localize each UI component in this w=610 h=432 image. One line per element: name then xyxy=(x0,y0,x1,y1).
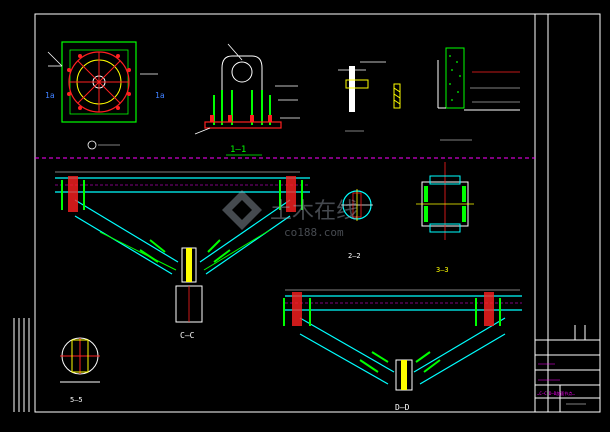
truss-section-d-d: D—D xyxy=(283,289,522,412)
column-base-elevation-1-1: 1—1 xyxy=(194,43,300,156)
section-5-5: 5—5 xyxy=(60,337,100,404)
mark-1a-right: 1a xyxy=(155,91,165,100)
title-block-drawing-title: …C—C D—D剖面节点… xyxy=(537,390,575,396)
label-section-3-3: 3—3 xyxy=(436,266,449,274)
watermark: 土木在线 co188.com xyxy=(222,190,358,239)
anchor-bolt-detail xyxy=(338,61,401,132)
label-section-2-2: 2—2 xyxy=(348,252,361,260)
foundation-detail xyxy=(437,47,520,141)
watermark-cn: 土木在线 xyxy=(270,199,358,224)
watermark-url: co188.com xyxy=(284,226,344,239)
label-section-5-5: 5—5 xyxy=(70,396,83,404)
mark-1a-left: 1a xyxy=(45,91,55,100)
truss-section-c-c: C—C xyxy=(55,171,310,340)
section-3-3: 3—3 xyxy=(416,162,474,274)
label-section-d-d: D—D xyxy=(395,403,410,412)
section-2-2: 2—2 xyxy=(341,189,373,260)
label-section-c-c: C—C xyxy=(180,331,195,340)
drawing-frame xyxy=(34,13,601,413)
label-section-1-1: 1—1 xyxy=(230,145,246,155)
title-block: …C—C D—D剖面节点… xyxy=(537,363,586,405)
base-plate-plan: 1a 1a xyxy=(45,41,165,150)
binding-margin-marks xyxy=(13,318,30,412)
